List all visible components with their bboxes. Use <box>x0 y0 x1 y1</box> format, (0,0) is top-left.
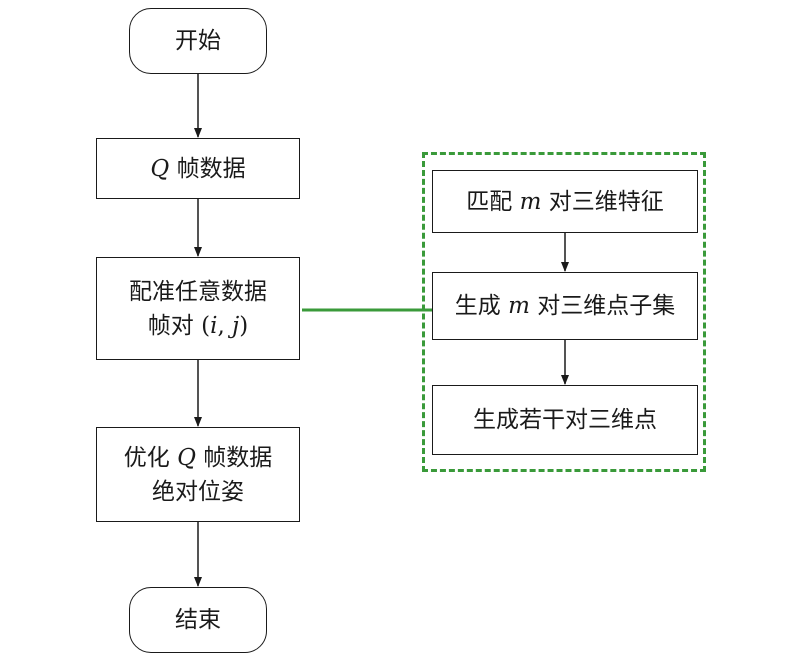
match-post: 对三维特征 <box>541 188 664 215</box>
var-j: j <box>232 312 240 339</box>
start-node: 开始 <box>129 8 267 74</box>
load-frames-node: Q 帧数据 <box>96 138 300 199</box>
generate-label: 生成 m 对三维点子集 <box>455 289 675 323</box>
optimize-node: 优化 Q 帧数据 绝对位姿 <box>96 427 300 522</box>
end-node: 结束 <box>129 587 267 653</box>
var-m-2: m <box>508 293 530 319</box>
register-comma: , <box>217 312 233 339</box>
register-line2: 帧对 (i, j) <box>148 309 248 343</box>
load-frames-label: Q 帧数据 <box>150 152 245 186</box>
var-m: m <box>519 188 542 215</box>
generate-subsets-node: 生成 m 对三维点子集 <box>432 272 698 340</box>
match-label: 匹配 m 对三维特征 <box>466 185 663 219</box>
load-frames-text: 帧数据 <box>169 155 246 182</box>
generate-pre: 生成 <box>454 293 509 319</box>
generate-points-label: 生成若干对三维点 <box>473 407 657 433</box>
var-q-2: Q <box>177 444 196 471</box>
optimize-line1-post: 帧数据 <box>195 444 273 471</box>
end-label: 结束 <box>175 607 221 633</box>
match-features-node: 匹配 m 对三维特征 <box>432 170 698 233</box>
register-pair-node: 配准任意数据 帧对 (i, j) <box>96 257 300 360</box>
register-line2-pre: 帧对 ( <box>147 312 211 339</box>
generate-post: 对三维点子集 <box>529 293 676 319</box>
generate-points-node: 生成若干对三维点 <box>432 385 698 455</box>
optimize-line1: 优化 Q 帧数据 <box>124 441 272 475</box>
var-q: Q <box>150 155 170 182</box>
var-i: i <box>210 312 218 339</box>
register-line2-post: ) <box>239 312 249 339</box>
optimize-line2: 绝对位姿 <box>152 478 244 505</box>
subprocess-group <box>422 152 706 472</box>
register-line1: 配准任意数据 <box>129 278 267 305</box>
optimize-line1-pre: 优化 <box>123 444 178 471</box>
match-pre: 匹配 <box>466 188 520 215</box>
start-label: 开始 <box>175 28 221 54</box>
